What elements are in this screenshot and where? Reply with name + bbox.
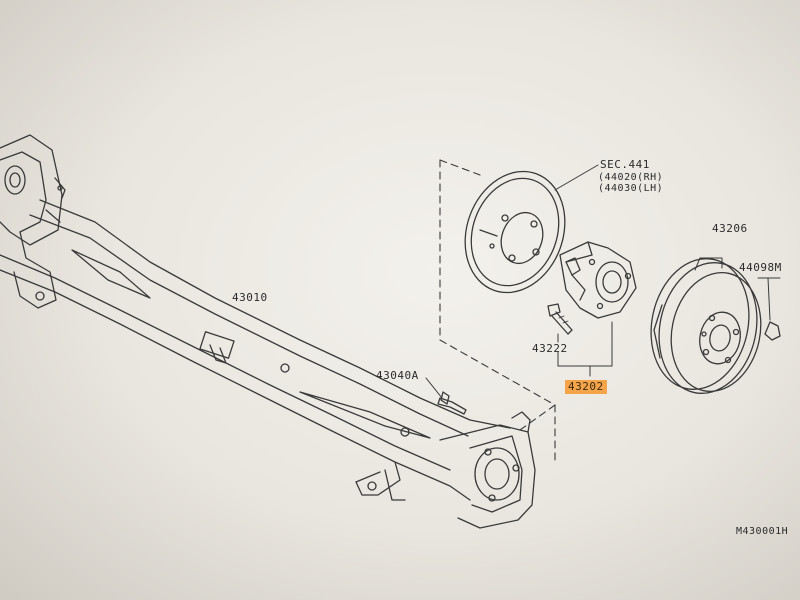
brake-drum-43206 (650, 257, 762, 394)
assembly-dashed-outline (439, 159, 556, 461)
label-44098m: 44098M (739, 261, 782, 274)
label-sec-441: SEC.441 (600, 158, 650, 171)
cap-44098m (757, 277, 781, 341)
hub-bolt-43222 (547, 303, 573, 343)
left-axle-end (0, 134, 66, 309)
label-43010: 43010 (232, 291, 268, 304)
leader-43202 (557, 321, 613, 377)
label-43202-highlighted[interactable]: 43202 (565, 380, 607, 394)
label-43040a: 43040A (376, 369, 419, 382)
hub-bearing-43202 (559, 241, 637, 319)
right-axle-end (355, 411, 536, 529)
axle-beam-43010 (0, 199, 511, 501)
brake-backing-plate (464, 164, 599, 294)
label-43206: 43206 (712, 222, 748, 235)
label-sec-rh: (44020(RH) (598, 172, 664, 183)
figure-code: M430001H (736, 526, 789, 537)
bolt-43040a (425, 377, 467, 415)
label-43222: 43222 (532, 342, 568, 355)
label-sec-lh: (44030(LH) (598, 183, 664, 194)
